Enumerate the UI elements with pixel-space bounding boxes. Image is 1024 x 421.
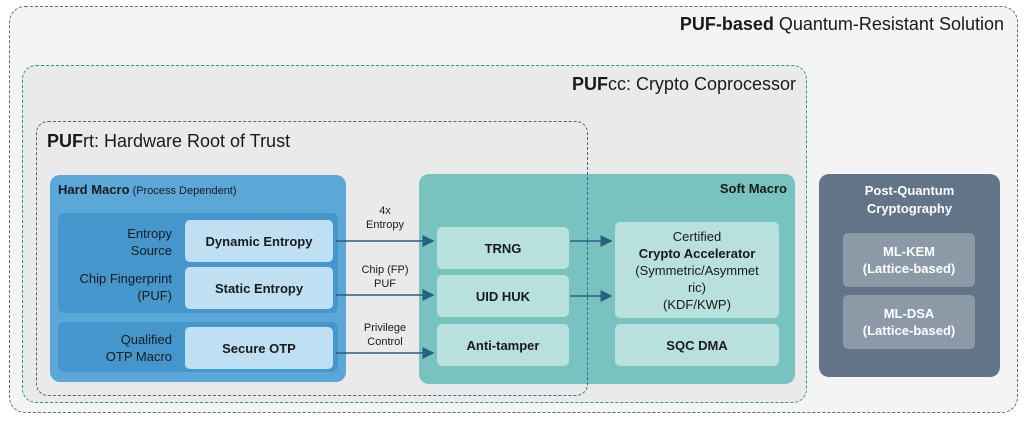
static-entropy-box: Static Entropy <box>185 267 333 309</box>
solution-title: PUF-based Quantum-Resistant Solution <box>679 14 1004 34</box>
sqc-dma-box: SQC DMA <box>615 324 779 366</box>
chip-fingerprint-label: Chip Fingerprint(PUF) <box>79 271 173 303</box>
uid-huk-box: UID HUK <box>437 275 569 317</box>
anti-tamper-box: Anti-tamper <box>437 324 569 366</box>
ml-dsa-box: ML-DSA(Lattice-based) <box>843 295 975 349</box>
soft-macro-title: Soft Macro <box>719 181 787 196</box>
hard-macro-title: Hard Macro (Process Dependent) <box>58 182 237 197</box>
pufrt-title: PUFrt: Hardware Root of Trust <box>47 131 291 151</box>
pufcc-title: PUFcc: Crypto Coprocessor <box>571 74 796 94</box>
crypto-accelerator-box: Certified Crypto Accelerator (Symmetric/… <box>615 222 779 318</box>
ml-kem-box: ML-KEM(Lattice-based) <box>843 233 975 287</box>
pufrt-container <box>36 121 588 396</box>
signal-puf-label: Chip (FP)PUF <box>361 264 409 290</box>
dynamic-entropy-box: Dynamic Entropy <box>185 220 333 262</box>
trng-box: TRNG <box>437 227 569 269</box>
secure-otp-box: Secure OTP <box>185 327 333 369</box>
